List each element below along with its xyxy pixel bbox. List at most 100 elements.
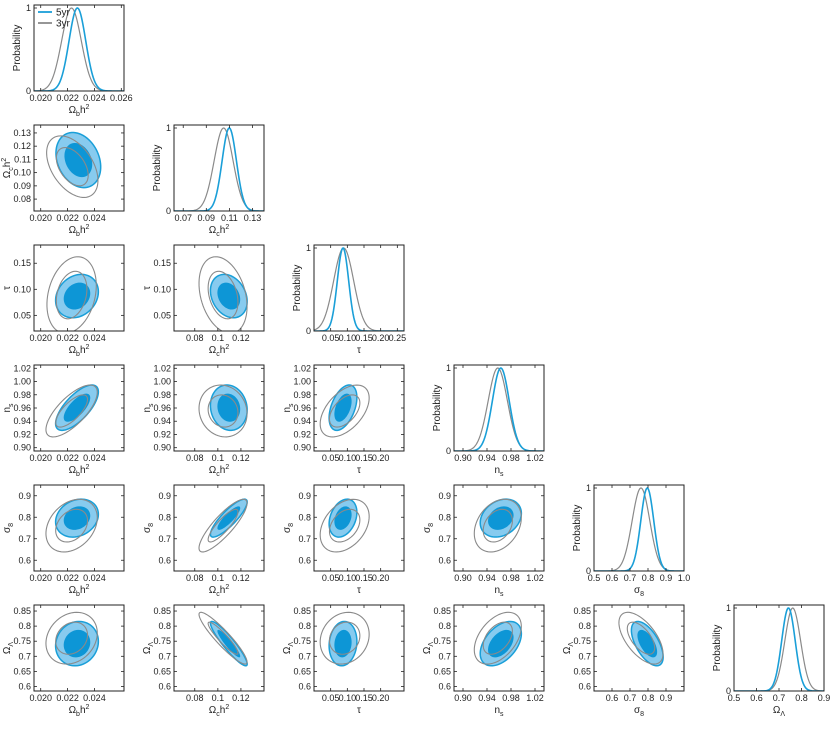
y-tick-label: 0 <box>26 86 31 96</box>
y-tick-label: 0.85 <box>153 606 171 616</box>
curve-5yr <box>454 367 544 451</box>
curve-5yr <box>174 127 264 211</box>
x-tick-label: 0.05 <box>322 573 340 583</box>
y-tick-label: 0.8 <box>158 512 171 522</box>
y-axis-label: ΩΛ <box>142 642 155 654</box>
x-tick-label: 0.022 <box>56 333 79 343</box>
x-tick-label: 0.9 <box>818 693 831 703</box>
x-tick-label: 0.94 <box>478 453 496 463</box>
x-tick-label: 1.02 <box>526 693 544 703</box>
x-tick-label: 0.5 <box>728 693 741 703</box>
y-tick-label: 0.6 <box>158 555 171 565</box>
y-tick-label: 0.9 <box>18 491 31 501</box>
y-tick-label: 0.92 <box>153 429 171 439</box>
panel-frame <box>33 484 125 572</box>
contour-5yr-68 <box>64 142 93 178</box>
contour-5yr-68 <box>63 393 91 422</box>
panel-frame <box>453 484 545 572</box>
x-tick-label: 0.020 <box>29 93 52 103</box>
y-tick-label: 0.9 <box>438 491 451 501</box>
curve-3yr <box>734 607 824 691</box>
y-axis-label: ΩΛ <box>282 642 295 654</box>
x-tick-label: 0.20 <box>372 693 390 703</box>
contour-3yr-68 <box>207 621 239 655</box>
y-tick-label: 0.10 <box>13 284 31 294</box>
x-axis-label: τ <box>357 465 361 476</box>
x-axis-label: τ <box>357 345 361 356</box>
contour-3yr-68 <box>55 147 89 187</box>
y-tick-label: 0.8 <box>578 621 591 631</box>
panel-frame <box>33 124 125 212</box>
y-tick-label: 0.98 <box>13 390 31 400</box>
y-tick-label: 0.12 <box>13 141 31 151</box>
panel-frame <box>593 484 685 572</box>
x-tick-label: 0.12 <box>232 453 250 463</box>
contour-5yr-68 <box>488 629 514 658</box>
y-axis-label: σ8 <box>142 523 155 533</box>
panel-frame <box>313 484 405 572</box>
x-tick-label: 0.15 <box>355 453 373 463</box>
curve-3yr <box>454 367 544 451</box>
curve-3yr <box>314 247 404 331</box>
x-tick-label: 0.10 <box>339 453 357 463</box>
y-tick-label: 0.10 <box>153 284 171 294</box>
x-axis-label: Ωbh2 <box>69 464 90 478</box>
legend-label: 5yr <box>56 8 71 19</box>
x-tick-label: 0.98 <box>502 453 520 463</box>
contour-5yr-68 <box>217 393 241 422</box>
contour-3yr-95 <box>46 135 99 199</box>
x-tick-label: 0.08 <box>186 333 204 343</box>
contour-3yr-68 <box>207 270 239 320</box>
y-tick-label: 0.8 <box>438 512 451 522</box>
y-tick-label: 0.7 <box>298 534 311 544</box>
contour-3yr-95 <box>473 611 522 665</box>
y-tick-label: 0.08 <box>13 194 31 204</box>
x-tick-label: 0.15 <box>355 693 373 703</box>
y-tick-label: 0.7 <box>18 651 31 661</box>
panel-frame <box>33 604 125 692</box>
y-tick-label: 1 <box>26 3 31 13</box>
y-tick-label: 0.92 <box>13 429 31 439</box>
y-tick-label: 0.8 <box>18 621 31 631</box>
x-axis-label: τ <box>357 585 361 596</box>
y-tick-label: 0.8 <box>298 621 311 631</box>
contour-3yr-95 <box>319 611 370 665</box>
y-tick-label: 1.02 <box>293 363 311 373</box>
y-tick-label: 0.09 <box>13 181 31 191</box>
x-tick-label: 1.02 <box>526 573 544 583</box>
x-axis-label: ΩΛ <box>773 705 785 718</box>
x-tick-label: 0.13 <box>244 213 262 223</box>
x-tick-label: 0.024 <box>83 453 106 463</box>
x-tick-label: 0.020 <box>29 213 52 223</box>
contour-3yr-95 <box>198 384 248 438</box>
contour-5yr-68 <box>334 506 352 530</box>
y-tick-label: 0 <box>586 566 591 576</box>
contour-3yr-68 <box>482 621 513 655</box>
x-tick-label: 0.09 <box>198 213 216 223</box>
panel-frame <box>313 364 405 452</box>
x-axis-label: Ωch2 <box>209 344 230 358</box>
contour-3yr-95 <box>45 384 98 438</box>
x-tick-label: 0.024 <box>83 573 106 583</box>
y-tick-label: 0.65 <box>573 666 591 676</box>
curve-5yr <box>34 7 124 91</box>
x-tick-label: 0.8 <box>795 693 808 703</box>
x-tick-label: 0.024 <box>83 693 106 703</box>
panel-frame <box>453 364 545 452</box>
x-axis-label: σ8 <box>634 585 644 598</box>
x-tick-label: 0.024 <box>83 213 106 223</box>
y-tick-label: 0.96 <box>293 403 311 413</box>
x-axis-label: Ωbh2 <box>69 584 90 598</box>
x-tick-label: 0.7 <box>624 573 637 583</box>
x-tick-label: 0.022 <box>56 573 79 583</box>
contour-3yr-95 <box>198 611 248 665</box>
